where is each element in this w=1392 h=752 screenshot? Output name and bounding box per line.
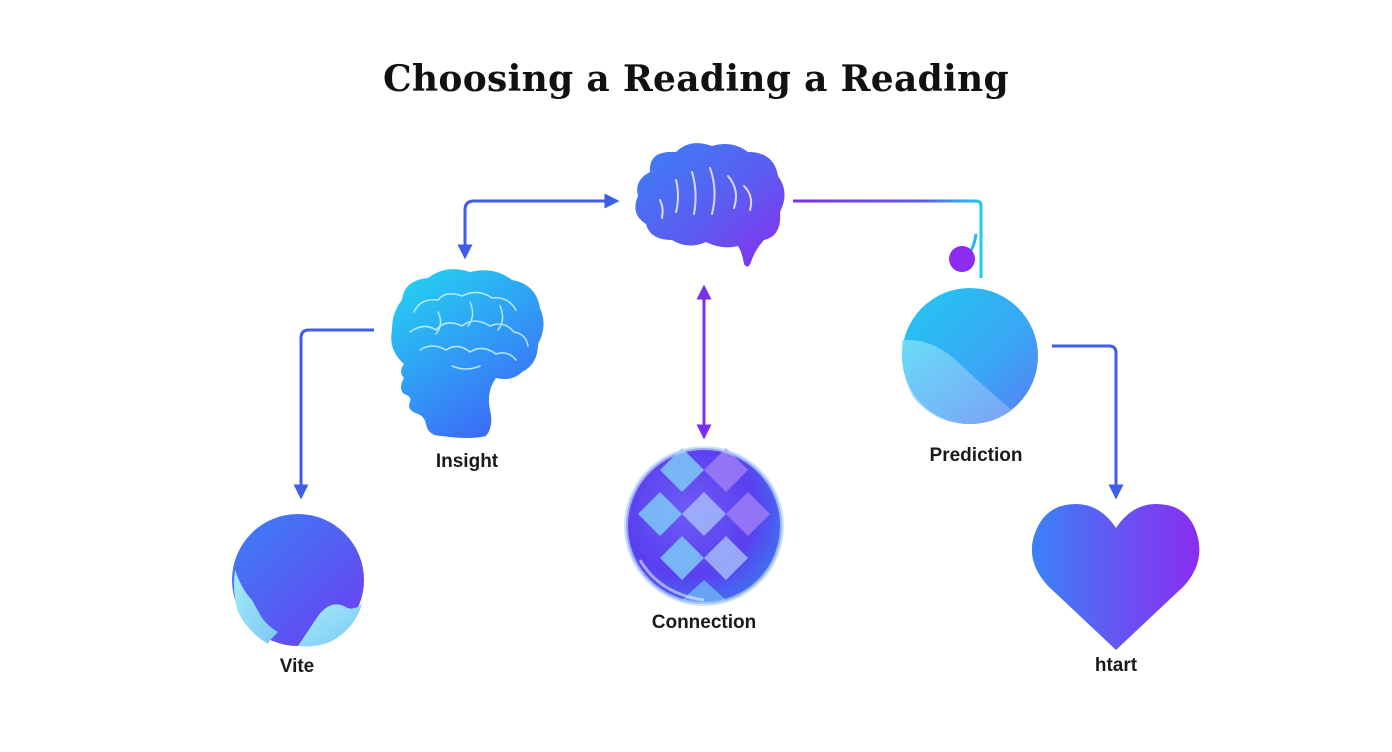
connector-dot — [949, 246, 975, 272]
arrow-prediction-to-heart — [1052, 344, 1124, 500]
label-insight: Insight — [435, 451, 499, 472]
diagram-title: Choosing a Reading a Reading — [382, 58, 1009, 100]
sphere-icon — [901, 288, 1038, 424]
arrow-brain-to-prediction — [793, 199, 983, 278]
arrow-insight-to-vite — [293, 328, 374, 500]
label-connection: Connection — [651, 612, 757, 633]
label-vite: Vite — [279, 656, 315, 677]
label-htart: htart — [1094, 655, 1138, 676]
crystal-ball-icon — [624, 446, 784, 606]
circle-shape-icon — [232, 514, 364, 647]
heart-icon — [1031, 504, 1200, 650]
label-prediction: Prediction — [929, 445, 1023, 466]
arrow-insight-to-brain — [457, 193, 620, 260]
brain-icon — [635, 143, 785, 267]
head-brain-icon — [391, 269, 544, 438]
